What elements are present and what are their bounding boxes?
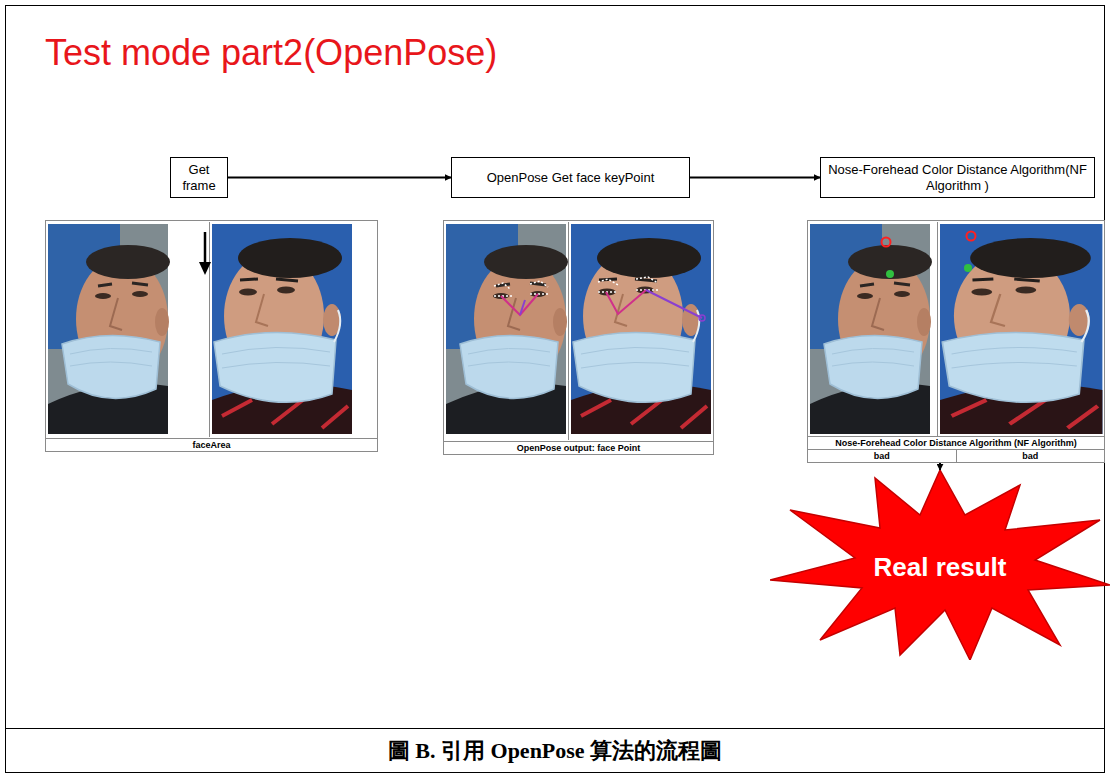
down-arrow bbox=[204, 232, 207, 264]
process-box: Get frame bbox=[170, 157, 228, 198]
face-photo bbox=[48, 224, 170, 434]
face-photo bbox=[571, 224, 711, 434]
result-starburst: Real result bbox=[770, 470, 1110, 660]
flow-arrow bbox=[228, 177, 451, 179]
panel-label: Nose-Forehead Color Distance Algorithm (… bbox=[808, 437, 1104, 449]
face-keypoints bbox=[494, 277, 705, 321]
photo-area bbox=[46, 221, 377, 438]
process-box: Nose-Forehead Color Distance Algorithm(N… bbox=[820, 157, 1095, 198]
face-photo bbox=[810, 224, 932, 434]
figure-caption: 圖 B. 引用 OpenPose 算法的流程圖 bbox=[6, 729, 1104, 772]
panel-label-row: faceArea bbox=[46, 438, 377, 451]
panel-label: OpenPose output: face Point bbox=[444, 442, 713, 454]
panel-result-row: badbad bbox=[808, 449, 1104, 462]
face-photo bbox=[212, 224, 352, 434]
face-photo bbox=[940, 224, 1102, 434]
box-label: Nose-Forehead Color Distance Algorithm(N… bbox=[827, 162, 1088, 193]
panel-label: faceArea bbox=[46, 439, 377, 451]
photo-area bbox=[808, 221, 1104, 436]
image-panel: faceArea bbox=[45, 220, 378, 452]
panel-label-row: Nose-Forehead Color Distance Algorithm (… bbox=[808, 436, 1104, 449]
box-label: OpenPose Get face keyPoint bbox=[487, 170, 655, 186]
image-panel: Nose-Forehead Color Distance Algorithm (… bbox=[807, 220, 1105, 463]
nf-points bbox=[882, 232, 976, 279]
result-label: bad bbox=[956, 450, 1105, 462]
diagram-title: Test mode part2(OpenPose) bbox=[45, 32, 497, 74]
panel-label-row: OpenPose output: face Point bbox=[444, 441, 713, 454]
process-box: OpenPose Get face keyPoint bbox=[451, 157, 690, 198]
box-label: Get frame bbox=[177, 162, 221, 193]
face-photo bbox=[446, 224, 568, 434]
page-frame bbox=[6, 6, 1105, 773]
result-text: Real result bbox=[874, 552, 1007, 583]
photo-area bbox=[444, 221, 713, 441]
starburst-outline bbox=[770, 470, 1110, 660]
down-arrow-head bbox=[199, 262, 211, 275]
flow-arrow bbox=[939, 463, 941, 470]
photo-divider bbox=[937, 222, 938, 436]
caption-separator bbox=[5, 728, 1105, 729]
result-label: bad bbox=[808, 450, 956, 462]
flow-arrow bbox=[690, 177, 820, 179]
photo-divider bbox=[209, 222, 210, 437]
photo-divider bbox=[568, 222, 569, 440]
image-panel: OpenPose output: face Point bbox=[443, 220, 714, 455]
